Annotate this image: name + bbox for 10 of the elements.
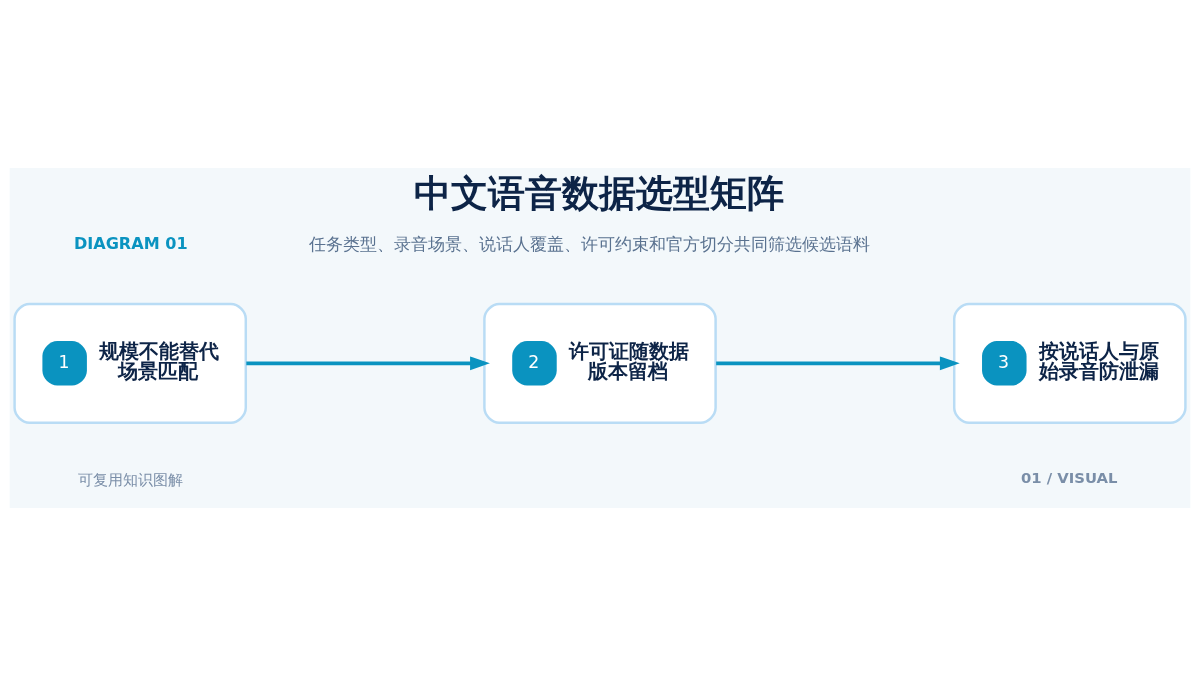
label: 01 / VISUAL [1020, 468, 1118, 486]
label: 任务类型、录音场景、说话人覆盖、许可约束和官方切分共同筛选候选语料 [308, 233, 870, 254]
node-box: 2 许可证随数据版本留档 [483, 302, 717, 424]
arrow [246, 355, 490, 370]
node-box: 1 规模不能替代场景匹配 [13, 302, 247, 424]
arrow [716, 355, 960, 370]
node-box: 3 按说话人与原始录音防泄漏 [953, 302, 1187, 424]
diagram-title: 中文语音数据选型矩阵 [413, 171, 784, 215]
label: 可复用知识图解 [77, 470, 183, 488]
label: DIAGRAM 01 [73, 233, 188, 253]
